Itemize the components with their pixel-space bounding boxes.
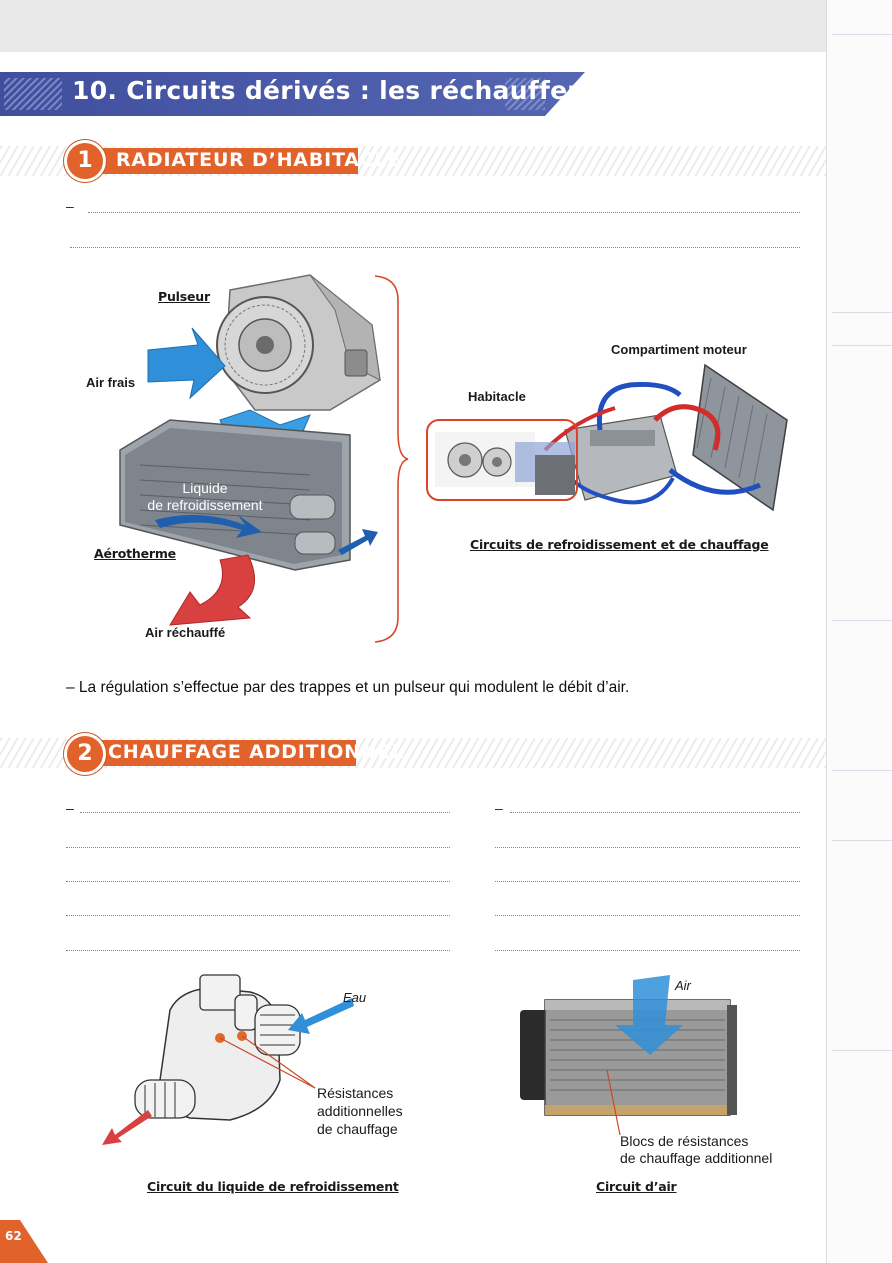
section1-header-bar bbox=[88, 148, 358, 174]
section2-header-bar bbox=[88, 740, 356, 766]
answer-line[interactable] bbox=[66, 950, 450, 951]
chapter-banner bbox=[0, 72, 585, 116]
answer-bullet: – bbox=[66, 800, 74, 816]
caption-circuits-refroidissement: Circuits de refroidissement et de chauff… bbox=[470, 537, 769, 552]
caption-circuit-air: Circuit d’air bbox=[596, 1179, 677, 1194]
ruling-line bbox=[832, 840, 892, 841]
answer-line[interactable] bbox=[495, 881, 800, 882]
arrow-icon bbox=[147, 327, 226, 400]
label-eau: Eau bbox=[343, 990, 367, 1005]
blower-fan-icon bbox=[447, 442, 512, 478]
ptc-heater-icon bbox=[520, 999, 737, 1116]
answer-line[interactable] bbox=[70, 247, 800, 248]
water-heater-icon bbox=[134, 974, 301, 1121]
label-blocs: Blocs de résistances de chauffage additi… bbox=[620, 1133, 773, 1166]
label-aerotherme: Aérotherme bbox=[94, 546, 176, 561]
arrow-icon bbox=[615, 975, 683, 1055]
answer-line[interactable] bbox=[495, 915, 800, 916]
blower-fan-icon bbox=[216, 274, 381, 411]
answer-line[interactable] bbox=[510, 812, 800, 813]
arrow-icon bbox=[288, 998, 354, 1034]
arrow-icon bbox=[338, 529, 378, 555]
ruling-line bbox=[832, 34, 892, 35]
regulation-text: – La régulation s’effectue par des trapp… bbox=[66, 679, 630, 696]
section2-number: 2 bbox=[64, 733, 106, 775]
section1-title: RADIATEUR D’HABITACLE bbox=[116, 149, 402, 171]
answer-line[interactable] bbox=[66, 881, 450, 882]
label-air: Air bbox=[675, 978, 691, 993]
arrow-icon bbox=[102, 1110, 152, 1145]
ruling-line bbox=[832, 620, 892, 621]
answer-line[interactable] bbox=[66, 915, 450, 916]
page-tab bbox=[0, 1220, 48, 1263]
arrow-icon bbox=[169, 554, 255, 626]
label-air-rechauffe: Air réchauffé bbox=[145, 625, 226, 640]
answer-line[interactable] bbox=[88, 212, 800, 213]
page-number: 62 bbox=[5, 1229, 22, 1243]
bracket-connector bbox=[374, 275, 409, 643]
cooling-circuit-figure bbox=[426, 363, 788, 512]
page-right-edge bbox=[826, 0, 892, 1263]
ruling-line bbox=[832, 312, 892, 313]
answer-line[interactable] bbox=[495, 950, 800, 951]
section2-title: CHAUFFAGE ADDITIONNEL bbox=[108, 741, 405, 763]
cooling-circuit-icon bbox=[426, 363, 788, 512]
label-pulseur: Pulseur bbox=[158, 289, 210, 304]
answer-line[interactable] bbox=[495, 847, 800, 848]
answer-bullet: – bbox=[495, 800, 503, 816]
heater-core-figure bbox=[119, 274, 381, 626]
heater-core-icon bbox=[119, 419, 351, 571]
label-resistances: Résistances additionnelles de chauffage bbox=[317, 1085, 403, 1137]
label-liquide: Liquide de refroidissement bbox=[147, 480, 263, 513]
answer-bullet: – bbox=[66, 198, 74, 214]
ptc-heater-figure bbox=[520, 975, 737, 1136]
scan-top-band bbox=[0, 0, 832, 52]
label-habitacle: Habitacle bbox=[468, 389, 526, 404]
label-air-frais: Air frais bbox=[86, 375, 136, 390]
answer-line[interactable] bbox=[80, 812, 450, 813]
section1-number: 1 bbox=[64, 140, 106, 182]
water-heater-figure bbox=[102, 974, 354, 1145]
caption-circuit-liquide: Circuit du liquide de refroidissement bbox=[147, 1179, 399, 1194]
answer-line[interactable] bbox=[66, 847, 450, 848]
ruling-line bbox=[832, 345, 892, 346]
chapter-title: 10. Circuits dérivés : les réchauffeurs bbox=[72, 76, 614, 105]
ruling-line bbox=[832, 1050, 892, 1051]
ruling-line bbox=[832, 770, 892, 771]
label-compartiment-moteur: Compartiment moteur bbox=[611, 342, 747, 357]
